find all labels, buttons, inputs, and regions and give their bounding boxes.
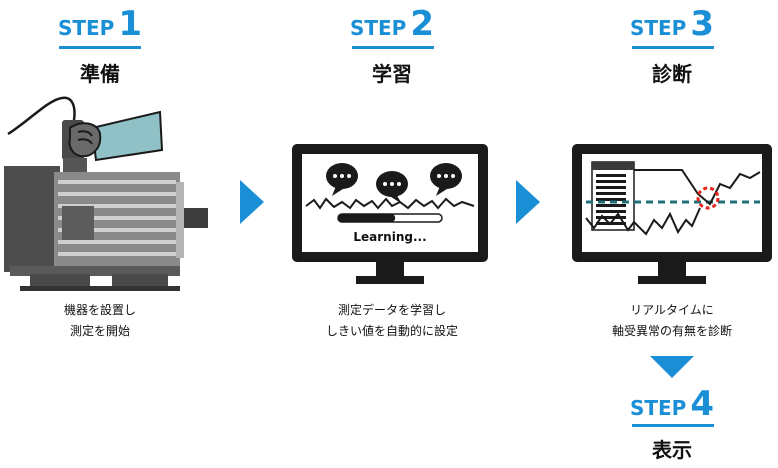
speech-bubble-icon	[376, 171, 408, 204]
step-2-title: 学習	[372, 62, 412, 86]
step-3-underline	[632, 46, 714, 49]
step-2-description: 測定データを学習ししきい値を自動的に設定	[325, 303, 458, 338]
step-1-underline	[59, 46, 141, 49]
step-1-title: 準備	[80, 62, 120, 86]
step-3-title: 診断	[652, 62, 692, 86]
arrow-down-icon	[650, 356, 694, 378]
step-3-description: リアルタイムに軸受異常の有無を診断	[611, 303, 732, 338]
speech-bubble-icon	[326, 163, 358, 196]
learning-label: Learning...	[353, 230, 426, 244]
monitor-diagnosis	[572, 144, 772, 284]
arrow-right-icon	[516, 180, 540, 224]
learning-progress-fill	[338, 214, 396, 222]
monitor-learning: Learning...	[292, 144, 488, 284]
step-1-description: 機器を設置し測定を開始	[63, 303, 136, 338]
anomaly-marker-icon	[696, 186, 720, 210]
speech-bubble-icon	[430, 163, 462, 196]
step-2-underline	[352, 46, 434, 49]
step-4-underline	[632, 424, 714, 427]
step-4-title: 表示	[652, 438, 692, 462]
arrow-right-icon	[240, 180, 264, 224]
